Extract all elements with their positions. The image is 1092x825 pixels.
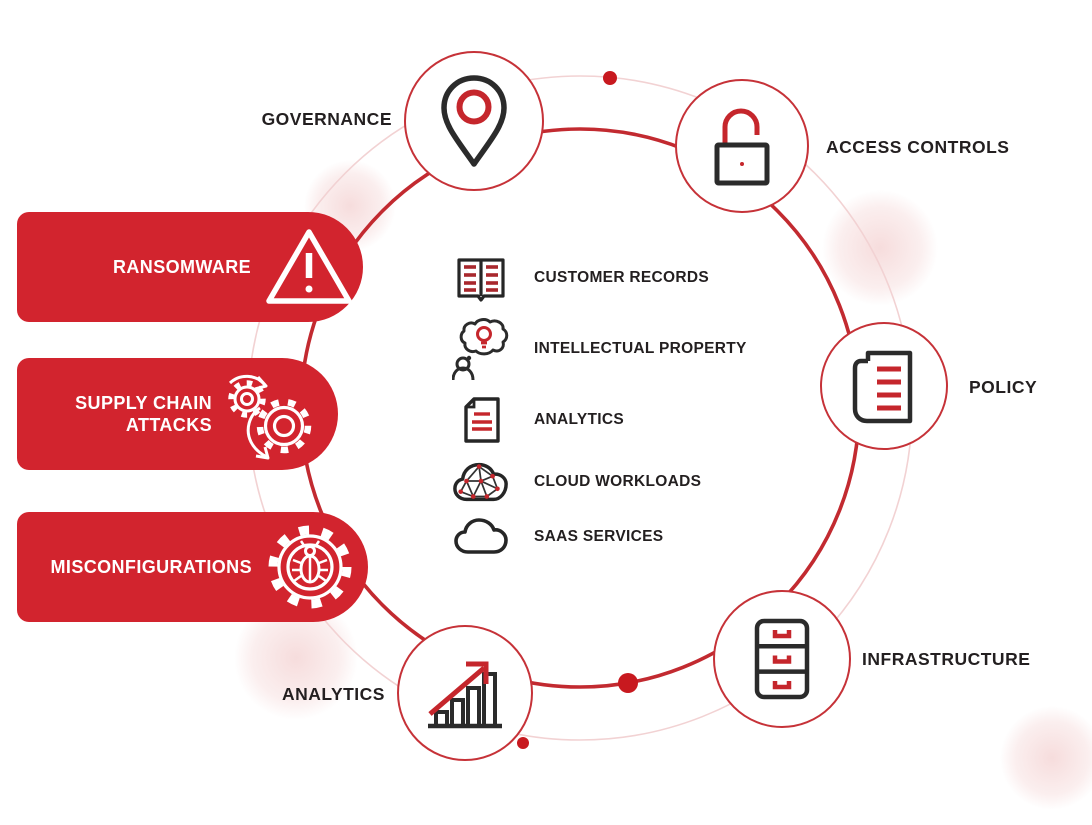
asset-label: CLOUD WORKLOADS bbox=[534, 473, 702, 490]
node-policy bbox=[820, 322, 948, 450]
soft-blob bbox=[234, 596, 358, 720]
node-infrastructure bbox=[713, 590, 851, 728]
node-label-analytics: ANALYTICS bbox=[281, 684, 385, 704]
list-item: SAAS SERVICES bbox=[452, 518, 747, 556]
list-item: CUSTOMER RECORDS bbox=[452, 252, 747, 304]
protected-assets-list: CUSTOMER RECORDS INTELLECTUAL PROPERTY bbox=[452, 252, 747, 556]
bug-gear-icon bbox=[264, 521, 356, 613]
banner-ransomware: RANSOMWARE bbox=[17, 212, 363, 322]
banner-supply-chain-attacks: SUPPLY CHAIN ATTACKS bbox=[17, 358, 338, 470]
node-analytics bbox=[397, 625, 533, 761]
cloud-icon bbox=[452, 518, 510, 556]
node-label-infrastructure: INFRASTRUCTURE bbox=[862, 649, 1031, 669]
soft-blob bbox=[1000, 706, 1092, 810]
map-pin-icon bbox=[436, 73, 512, 169]
ring-dot bbox=[517, 737, 529, 749]
ring-dot bbox=[603, 71, 617, 85]
list-item: INTELLECTUAL PROPERTY bbox=[452, 317, 747, 381]
node-access-controls bbox=[675, 79, 809, 213]
asset-label: ANALYTICS bbox=[534, 411, 624, 428]
banner-supply-chain-label: SUPPLY CHAIN ATTACKS bbox=[75, 392, 212, 436]
banner-misconfigurations-label: MISCONFIGURATIONS bbox=[50, 556, 252, 577]
asset-label: CUSTOMER RECORDS bbox=[534, 269, 710, 286]
growth-chart-icon bbox=[422, 650, 508, 736]
open-padlock-icon bbox=[703, 103, 781, 189]
storage-drawers-icon bbox=[742, 614, 822, 704]
policy-document-icon bbox=[846, 343, 922, 429]
banner-ransomware-label: RANSOMWARE bbox=[113, 256, 251, 277]
open-book-icon bbox=[452, 252, 510, 304]
node-label-governance: GOVERNANCE bbox=[261, 109, 392, 129]
list-item: ANALYTICS bbox=[452, 394, 747, 446]
mesh-cloud-icon bbox=[452, 459, 510, 505]
idea-person-icon bbox=[452, 317, 510, 381]
list-item: CLOUD WORKLOADS bbox=[452, 459, 747, 505]
ring-dot bbox=[618, 673, 638, 693]
soft-blob bbox=[822, 190, 938, 306]
banner-misconfigurations: MISCONFIGURATIONS bbox=[17, 512, 368, 622]
asset-label: SAAS SERVICES bbox=[534, 528, 664, 545]
node-label-access-controls: ACCESS CONTROLS bbox=[826, 137, 1010, 157]
rotating-gears-icon bbox=[220, 362, 320, 466]
report-document-icon bbox=[452, 394, 510, 446]
asset-label: INTELLECTUAL PROPERTY bbox=[534, 340, 747, 357]
node-governance bbox=[404, 51, 544, 191]
node-label-policy: POLICY bbox=[969, 377, 1038, 397]
warning-triangle-icon bbox=[263, 225, 355, 309]
